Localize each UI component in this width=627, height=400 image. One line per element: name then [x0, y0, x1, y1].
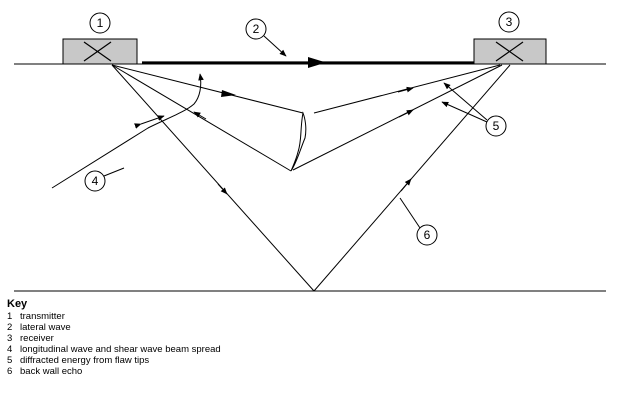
back-wall-echo-arrow [400, 178, 412, 192]
key-item-number: 2 [7, 322, 13, 333]
key-title: Key [7, 298, 28, 310]
diffracted-lower-arrow [398, 109, 414, 118]
key-item: 4 longitudinal wave and shear wave beam s… [7, 344, 221, 355]
key-item-number: 5 [7, 355, 13, 366]
callout-4: 4 [84, 170, 106, 192]
callout-3: 3 [498, 11, 520, 33]
key-item: 5 diffracted energy from flaw tips [7, 355, 221, 366]
key-item: 6 back wall echo [7, 366, 221, 377]
key-item-text: back wall echo [20, 366, 83, 377]
svg-text:6: 6 [424, 228, 431, 242]
back-wall-echo-line [313, 64, 511, 292]
key-item: 2 lateral wave [7, 322, 221, 333]
diffracted-lower-line [292, 64, 503, 171]
beam-to-upper-tip [111, 64, 304, 114]
callout-5-leader-a [443, 82, 488, 121]
callout-2-leader [263, 35, 287, 57]
diagram-canvas: 1 2 3 4 5 6 [14, 11, 606, 292]
svg-text:3: 3 [506, 15, 513, 29]
beam-upper-arrowhead [221, 90, 236, 97]
key-item-number: 6 [7, 366, 13, 377]
callout-4-leader [103, 167, 125, 177]
key-item-text: longitudinal wave and shear wave beam sp… [20, 344, 221, 355]
callout-6: 6 [416, 224, 438, 246]
transmitter-probe [62, 38, 138, 65]
key-item-text: lateral wave [20, 322, 71, 333]
beam-back-wall-arrow [217, 183, 228, 195]
beam-lower-arrow [193, 111, 207, 120]
diffracted-upper-arrow [397, 86, 414, 93]
beam-to-back-wall [111, 64, 315, 292]
beam-spread-curve [51, 73, 204, 189]
beam-to-lower-tip [111, 64, 292, 172]
key-item-number: 4 [7, 344, 13, 355]
svg-text:4: 4 [92, 174, 99, 188]
key-item-number: 1 [7, 311, 13, 322]
beam-spread-double-arrow [134, 115, 165, 129]
receiver-probe [473, 38, 547, 65]
key-item-number: 3 [7, 333, 13, 344]
key-item-text: transmitter [20, 311, 65, 322]
key-legend: Key 1 transmitter 2 lateral wave 3 receiver… [7, 298, 221, 377]
lateral-wave-arrowhead [308, 57, 326, 68]
key-item: 1 transmitter [7, 311, 221, 322]
svg-text:1: 1 [97, 16, 104, 30]
callout-1: 1 [89, 12, 111, 34]
key-item: 3 receiver [7, 333, 221, 344]
key-item-text: diffracted energy from flaw tips [20, 355, 150, 366]
flaw-crack [290, 111, 307, 172]
callout-5-leader-b [441, 101, 488, 123]
key-item-text: receiver [20, 333, 54, 344]
svg-text:2: 2 [253, 22, 260, 36]
diffracted-upper-line [313, 64, 501, 114]
callout-2: 2 [245, 18, 267, 40]
callout-6-leader [399, 197, 421, 229]
callout-5: 5 [485, 115, 507, 137]
svg-text:5: 5 [493, 119, 500, 133]
